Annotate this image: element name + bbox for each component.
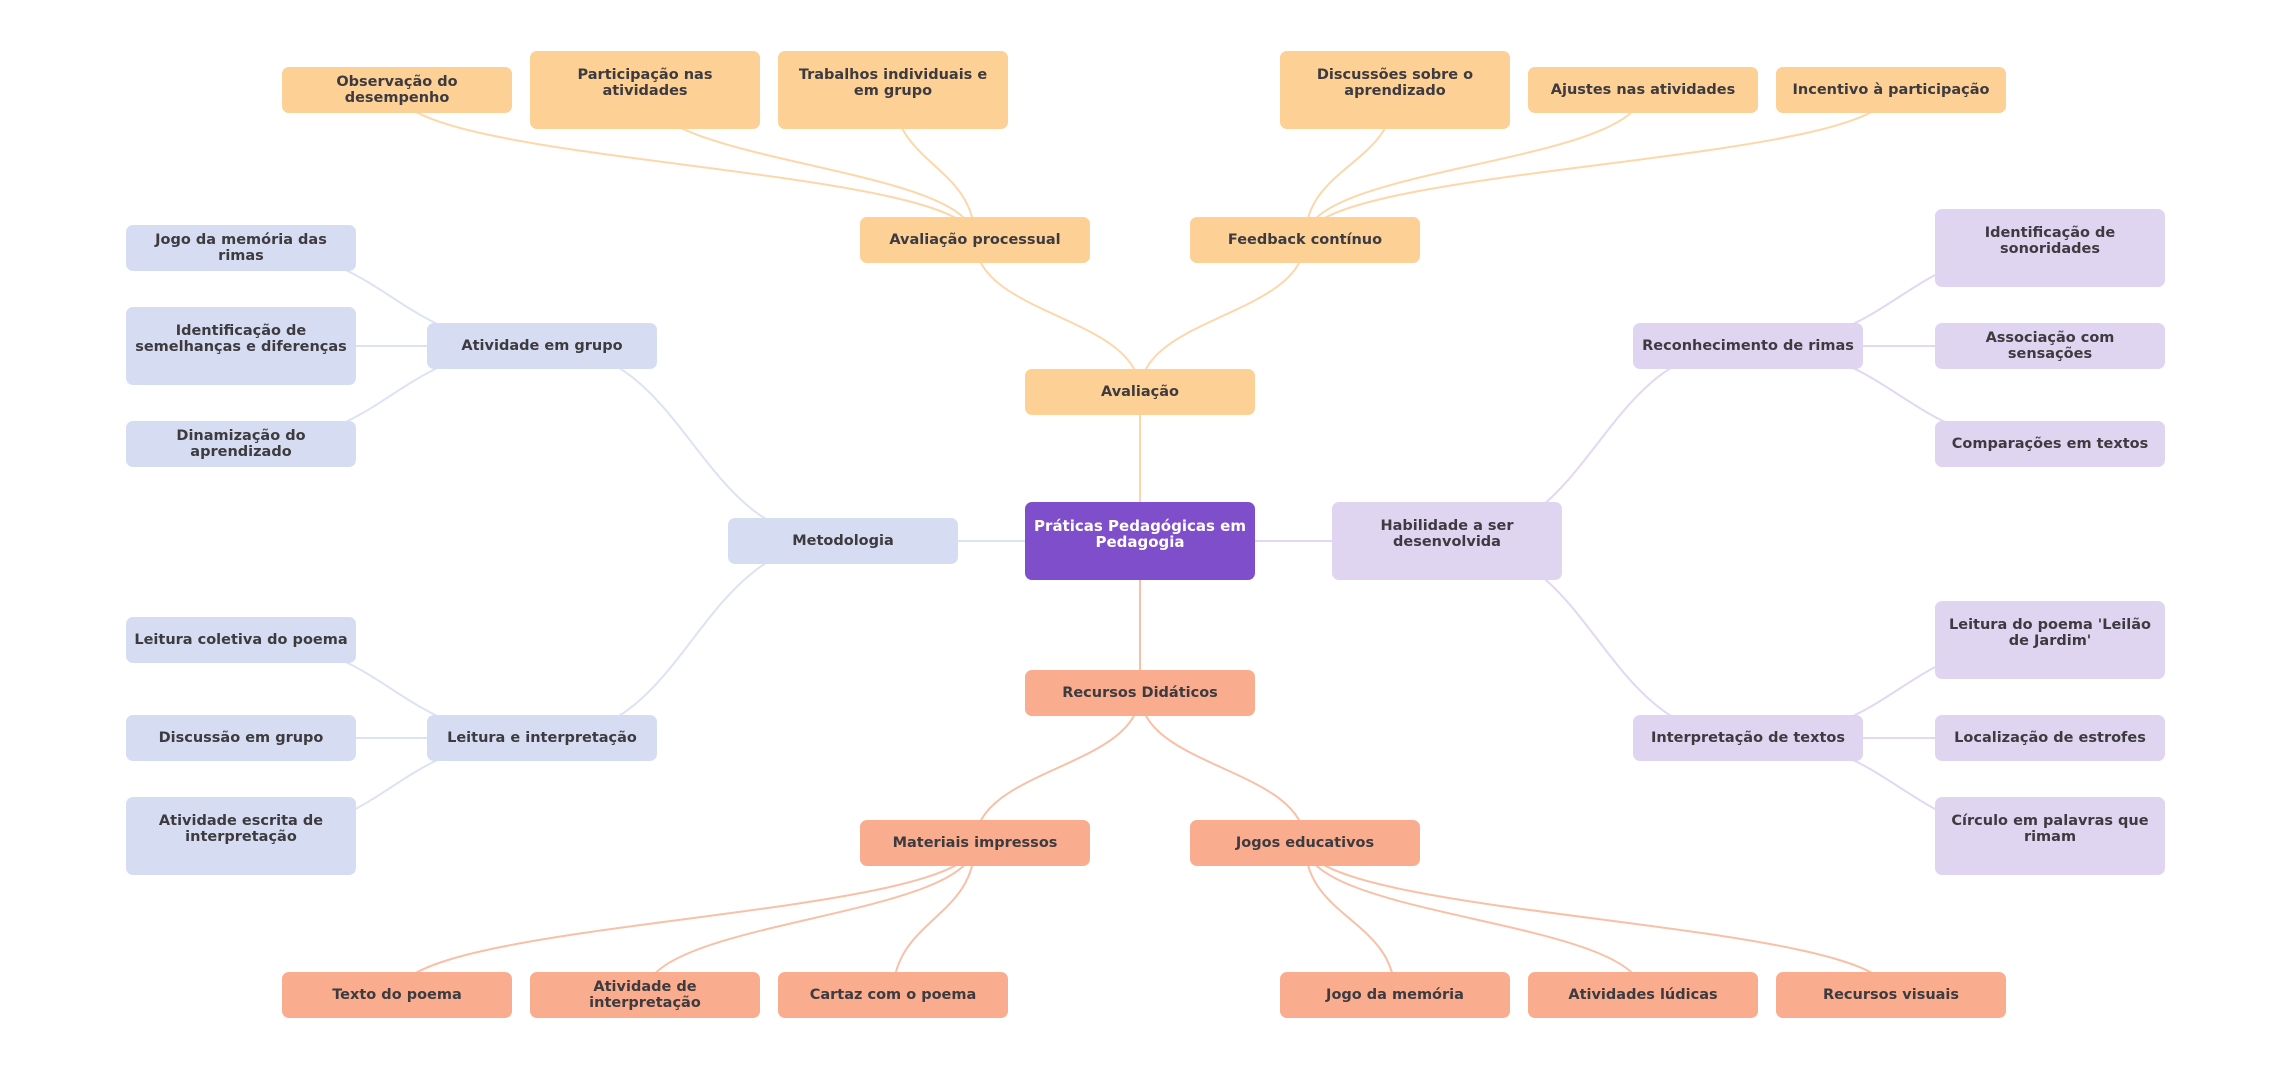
leaf-incentivo-participacao[interactable]: Incentivo à participação xyxy=(1776,67,2006,113)
leaf-trabalhos-individuais[interactable]: Trabalhos individuais e em grupo xyxy=(778,51,1008,129)
edge-feedback-leaf xyxy=(1304,89,1644,241)
leaf-atividade-interpretacao[interactable]: Atividade de interpretação xyxy=(530,972,760,1018)
leaf-circulo-palavras[interactable]: Círculo em palavras que rimam xyxy=(1935,797,2165,875)
branch-avaliacao[interactable]: Avaliação xyxy=(1025,369,1255,415)
leaf-recursos-visuais[interactable]: Recursos visuais xyxy=(1776,972,2006,1018)
edge-jogos-leaf xyxy=(1304,842,1396,996)
edge-jogos-leaf xyxy=(1304,842,1892,996)
leaf-discussao-em-grupo[interactable]: Discussão em grupo xyxy=(126,715,356,761)
leaf-observacao-desempenho[interactable]: Observação do desempenho xyxy=(282,67,512,113)
node-feedback-continuo[interactable]: Feedback contínuo xyxy=(1190,217,1420,263)
node-jogos-educativos[interactable]: Jogos educativos xyxy=(1190,820,1420,866)
edge-jogos-leaf xyxy=(1304,842,1644,996)
node-reconhecimento-rimas[interactable]: Reconhecimento de rimas xyxy=(1633,323,1863,369)
leaf-comparacoes-textos[interactable]: Comparações em textos xyxy=(1935,421,2165,467)
edge-metodologia-leitura xyxy=(541,540,844,739)
edge-feedback-leaf xyxy=(1304,89,1892,241)
leaf-ajustes-atividades[interactable]: Ajustes nas atividades xyxy=(1528,67,1758,113)
edge-materiais-leaf xyxy=(892,842,976,996)
leaf-leitura-poema-leilao[interactable]: Leitura do poema 'Leilão de Jardim' xyxy=(1935,601,2165,679)
node-materiais-impressos[interactable]: Materiais impressos xyxy=(860,820,1090,866)
leaf-atividade-escrita[interactable]: Atividade escrita de interpretação xyxy=(126,797,356,875)
edge-metodologia-grupo xyxy=(541,345,844,542)
edge-avaliacao-processual xyxy=(974,239,1141,393)
edge-recursos-materiais xyxy=(974,692,1141,844)
branch-metodologia[interactable]: Metodologia xyxy=(728,518,958,564)
leaf-cartaz-poema[interactable]: Cartaz com o poema xyxy=(778,972,1008,1018)
leaf-participacao-atividades[interactable]: Participação nas atividades xyxy=(530,51,760,129)
node-leitura-interpretacao[interactable]: Leitura e interpretação xyxy=(427,715,657,761)
edge-materiais-leaf xyxy=(396,842,976,996)
leaf-texto-poema[interactable]: Texto do poema xyxy=(282,972,512,1018)
leaf-associacao-sensacoes[interactable]: Associação com sensações xyxy=(1935,323,2165,369)
leaf-localizacao-estrofes[interactable]: Localização de estrofes xyxy=(1935,715,2165,761)
leaf-leitura-coletiva[interactable]: Leitura coletiva do poema xyxy=(126,617,356,663)
node-avaliacao-processual[interactable]: Avaliação processual xyxy=(860,217,1090,263)
branch-recursos-didaticos[interactable]: Recursos Didáticos xyxy=(1025,670,1255,716)
node-interpretacao-textos[interactable]: Interpretação de textos xyxy=(1633,715,1863,761)
branch-habilidade[interactable]: Habilidade a ser desenvolvida xyxy=(1332,502,1562,580)
leaf-jogo-memoria-rimas[interactable]: Jogo da memória das rimas xyxy=(126,225,356,271)
leaf-identificacao-semelhancas[interactable]: Identificação de semelhanças e diferença… xyxy=(126,307,356,385)
leaf-jogo-memoria[interactable]: Jogo da memória xyxy=(1280,972,1510,1018)
leaf-discussoes-aprendizado[interactable]: Discussões sobre o aprendizado xyxy=(1280,51,1510,129)
edge-avaliacao-feedback xyxy=(1139,239,1306,393)
node-atividade-em-grupo[interactable]: Atividade em grupo xyxy=(427,323,657,369)
edge-recursos-jogos xyxy=(1139,692,1306,844)
edge-processual-leaf xyxy=(396,89,976,241)
leaf-dinamizacao-aprendizado[interactable]: Dinamização do aprendizado xyxy=(126,421,356,467)
edge-materiais-leaf xyxy=(644,842,976,996)
leaf-atividades-ludicas[interactable]: Atividades lúdicas xyxy=(1528,972,1758,1018)
root-node[interactable]: Práticas Pedagógicas em Pedagogia xyxy=(1025,502,1255,580)
leaf-identificacao-sonoridades[interactable]: Identificação de sonoridades xyxy=(1935,209,2165,287)
